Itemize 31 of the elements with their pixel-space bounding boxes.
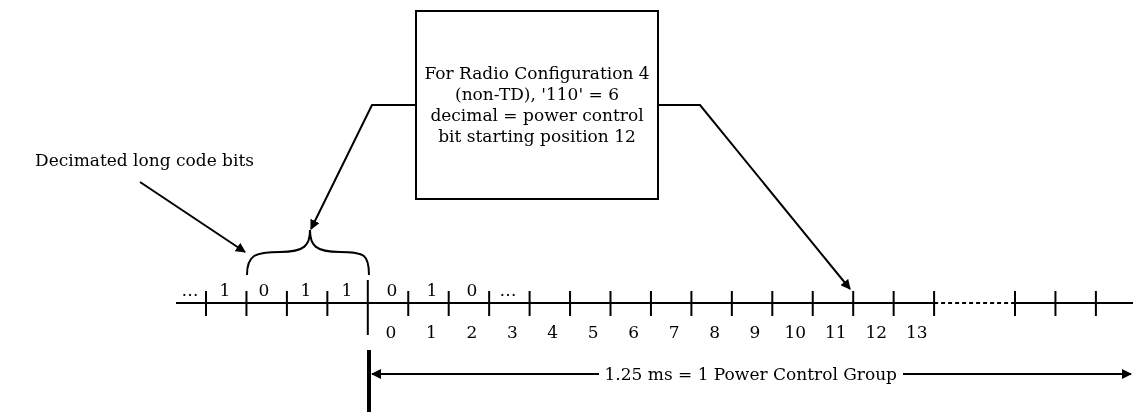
arrow	[139, 181, 246, 253]
leader-line	[310, 104, 416, 230]
leader-line	[658, 104, 851, 290]
dimension-label: 1.25 ms = 1 Power Control Group	[598, 364, 903, 384]
bit-position-number: 12	[865, 322, 888, 342]
bit-value: 1	[426, 280, 438, 300]
callout-text: Decimated long code bits	[35, 150, 254, 170]
note-text: For Radio Configuration 4 (non-TD), '110' = 6 decimal = power control bit starting position 12	[423, 62, 651, 148]
bit-position-number: 2	[466, 322, 478, 342]
bit-position-number: 9	[749, 322, 761, 342]
bit-value: 1	[341, 280, 353, 300]
bit-value: 0	[386, 280, 398, 300]
bit-position-number: 10	[784, 322, 807, 342]
bit-position-number: 8	[709, 322, 720, 342]
bit-value: 1	[219, 280, 231, 300]
bit-value: 0	[258, 280, 270, 300]
bit-position-number: 3	[506, 322, 518, 342]
bit-position-number: 1	[425, 322, 437, 342]
bit-value: …	[499, 280, 517, 300]
curly-brace	[246, 229, 370, 276]
bit-position-number: 6	[628, 322, 640, 342]
bit-position-number: 4	[547, 322, 559, 342]
note-box	[415, 10, 659, 200]
bit-value: 1	[300, 280, 312, 300]
bit-position-number: 7	[668, 322, 680, 342]
bit-value: …	[181, 280, 199, 300]
bit-position-number: 0	[385, 322, 397, 342]
bit-position-number: 11	[824, 322, 847, 342]
bit-position-number: 13	[905, 322, 928, 342]
bit-value: 0	[466, 280, 478, 300]
bit-position-number: 5	[587, 322, 599, 342]
